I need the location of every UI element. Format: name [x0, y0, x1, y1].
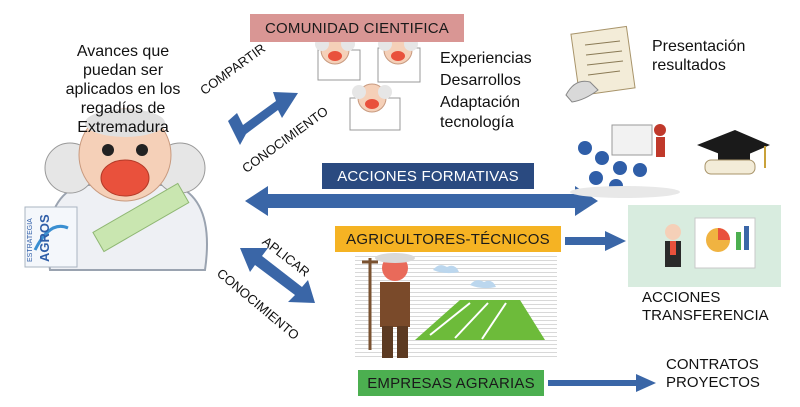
double-arrow-compartir: [228, 92, 298, 145]
double-arrow-aplicar: [240, 248, 315, 303]
transfer-presentation-icon: [628, 205, 781, 287]
box-comunidad-cientifica: COMUNIDAD CIENTIFICA: [250, 14, 464, 42]
text-adaptacion: Adaptación: [440, 94, 521, 111]
box-acciones-formativas: ACCIONES FORMATIVAS: [322, 163, 534, 189]
scientist-small-icon-3: [349, 83, 401, 131]
logo-agros-text: AGROS: [37, 214, 52, 262]
arrow-to-contratos: [548, 374, 656, 392]
logo-estrategia-text: ESTRATEGIA: [27, 218, 34, 262]
scientist-main-icon: [24, 108, 208, 271]
arrow-to-transferencia: [565, 231, 626, 251]
classroom-icon: [570, 124, 680, 198]
text-acciones-transferencia: ACCIONES TRANSFERENCIA: [642, 289, 769, 324]
graduation-cap-icon: [697, 130, 770, 175]
farmer-field-icon: [355, 253, 557, 360]
text-contratos-proyectos: CONTRATOS PROYECTOS: [666, 356, 760, 391]
box-empresas-agrarias: EMPRESAS AGRARIAS: [358, 370, 544, 396]
box-agricultores-tecnicos: AGRICULTORES-TÉCNICOS: [335, 226, 561, 252]
text-presentacion-resultados: Presentación resultados: [652, 38, 746, 74]
text-avances: Avances que puedan ser aplicados en los …: [65, 43, 181, 136]
document-hand-icon: [565, 25, 636, 103]
text-tecnologia: tecnología: [440, 114, 514, 131]
scientist-small-icon-1: [315, 35, 361, 81]
text-desarrollos: Desarrollos: [440, 72, 521, 89]
scientist-small-icon-2: [377, 35, 421, 83]
double-arrow-acciones-formativas: [245, 186, 598, 216]
text-experiencias: Experiencias: [440, 50, 532, 67]
